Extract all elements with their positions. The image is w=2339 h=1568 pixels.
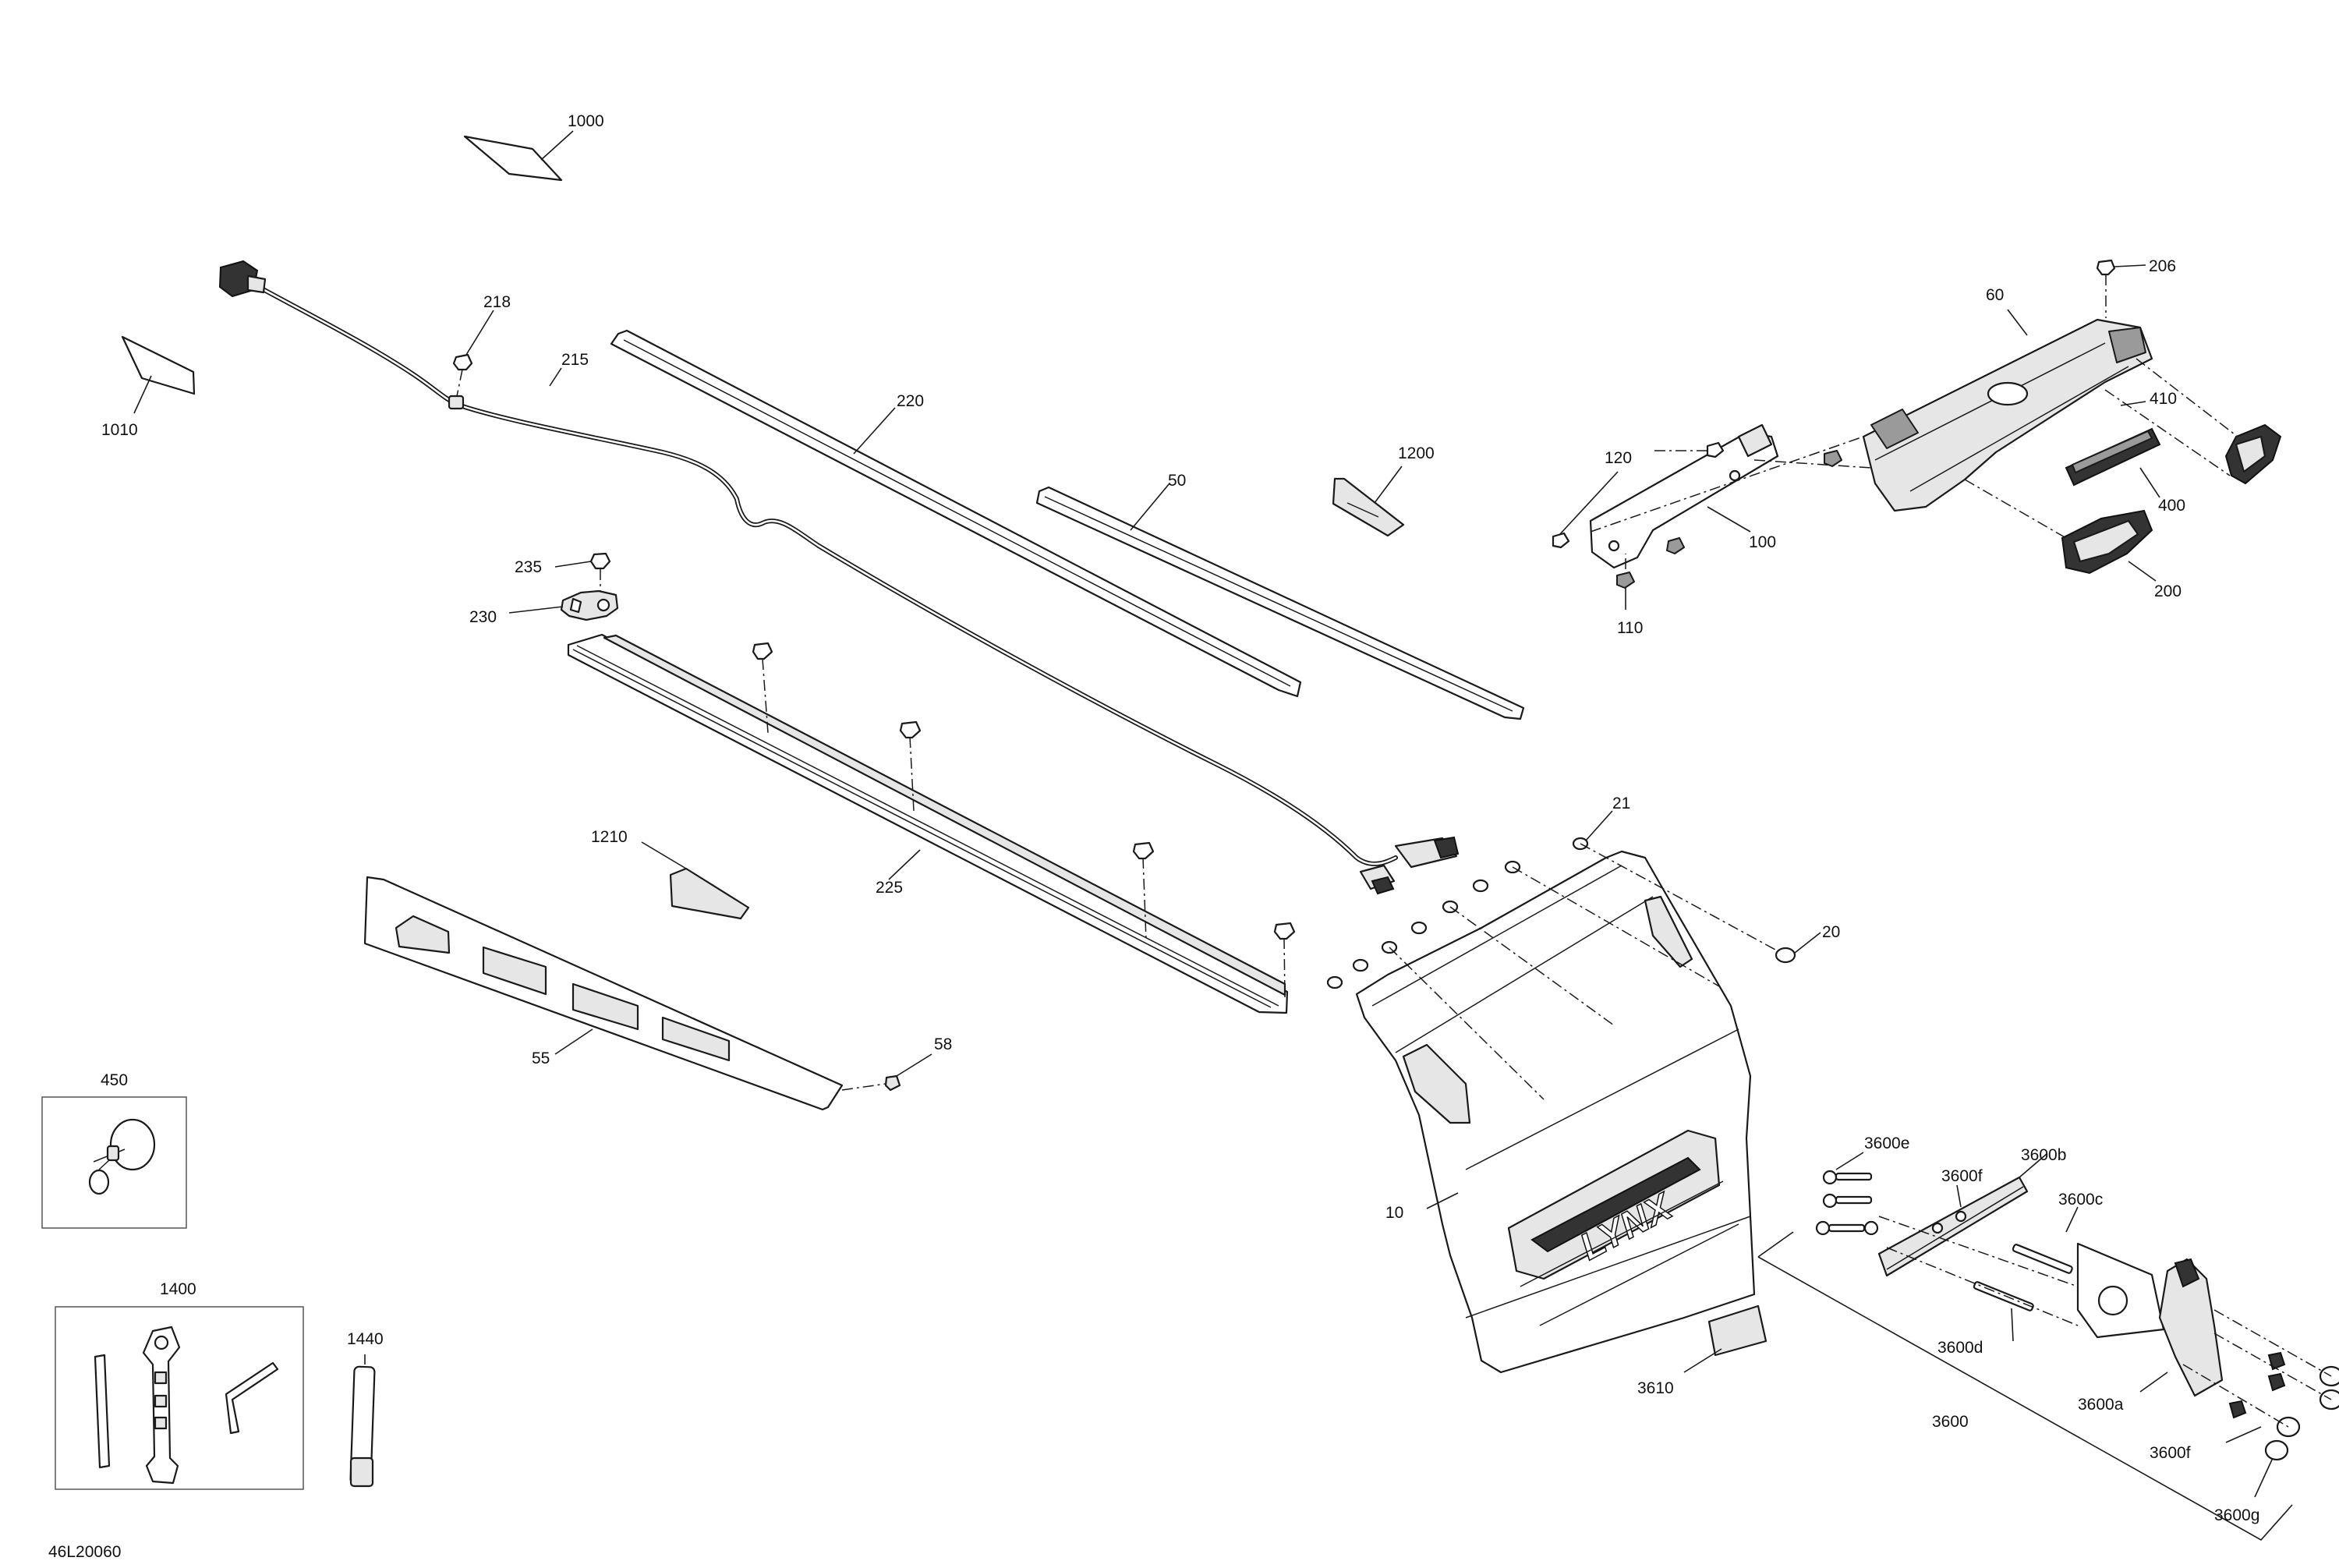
part-206-screw [2096, 259, 2146, 318]
callout-3600c: 3600c [2058, 1191, 2103, 1209]
callout-235: 235 [515, 558, 542, 576]
diagram-reference-code: 46L20060 [48, 1543, 121, 1561]
callout-3600b: 3600b [2021, 1146, 2066, 1164]
callout-50: 50 [1168, 472, 1186, 490]
part-50-rail [1035, 483, 1525, 720]
callout-3600g: 3600g [2214, 1506, 2259, 1524]
part-1000-decal [463, 130, 574, 182]
part-215-wiring-harness [218, 260, 1460, 895]
part-400-reflector [2065, 427, 2161, 498]
part-1010-decal [121, 335, 196, 414]
part-1440-socket [349, 1354, 376, 1488]
callout-200: 200 [2154, 582, 2182, 600]
part-230-bracket [508, 589, 619, 621]
callout-55: 55 [532, 1049, 550, 1067]
part-58-screw [841, 1053, 932, 1092]
part-100-bracket [1589, 423, 1872, 569]
part-10-snow-flap: LYNX [1355, 850, 1756, 1374]
callout-1200: 1200 [1398, 444, 1435, 462]
callout-3600f-top: 3600f [1941, 1167, 1983, 1185]
callout-1440: 1440 [347, 1330, 384, 1348]
callout-20: 20 [1822, 923, 1840, 941]
part-218-clip [452, 310, 494, 397]
callout-3600d: 3600d [1937, 1339, 1983, 1357]
part-410-lamp-right [2104, 358, 2282, 485]
callout-120: 120 [1605, 449, 1632, 467]
callout-1000: 1000 [568, 112, 604, 130]
callout-225: 225 [876, 879, 903, 897]
part-3610-decal [1683, 1304, 1768, 1373]
callout-230: 230 [469, 608, 497, 626]
part-235-screw [554, 552, 611, 594]
part-220-rail [610, 329, 1302, 698]
callout-10: 10 [1385, 1204, 1403, 1222]
callout-215: 215 [561, 351, 589, 369]
part-1400-tool-kit [55, 1306, 304, 1490]
part-21-rivets [1326, 810, 1786, 1100]
callout-450: 450 [101, 1071, 128, 1089]
callout-1210: 1210 [591, 828, 628, 846]
part-225-bracket [567, 633, 1289, 1014]
callout-3600: 3600 [1932, 1413, 1969, 1431]
callout-3600e: 3600e [1864, 1134, 1909, 1152]
callout-400: 400 [2158, 497, 2185, 515]
part-450-mirror-kit [41, 1096, 187, 1229]
part-1200-decal [1332, 465, 1405, 537]
part-200-lamp-left [1964, 479, 2157, 582]
callout-206: 206 [2149, 257, 2176, 275]
part-225-screws [752, 642, 1296, 940]
callout-1400: 1400 [160, 1280, 196, 1298]
part-3600-hitch-assembly [1757, 1152, 2339, 1541]
part-1210-decal [641, 841, 750, 920]
callout-3600f-bottom: 3600f [2150, 1444, 2191, 1462]
callout-100: 100 [1749, 533, 1776, 551]
callout-3600a: 3600a [2078, 1396, 2124, 1414]
callout-410: 410 [2150, 390, 2177, 408]
part-60-tail-light-housing [1862, 309, 2153, 512]
callout-60: 60 [1986, 286, 2004, 304]
part-20-washer [1775, 932, 1821, 964]
callout-218: 218 [483, 293, 511, 311]
part-110-nut [1616, 554, 1635, 610]
callout-3610: 3610 [1637, 1379, 1674, 1397]
callout-1010: 1010 [101, 421, 138, 439]
callout-58: 58 [934, 1035, 952, 1053]
callout-220: 220 [897, 392, 924, 410]
callout-110: 110 [1617, 619, 1643, 637]
part-55-side-panel [363, 876, 844, 1111]
part-120-nuts [1552, 441, 1842, 554]
callout-21: 21 [1612, 795, 1630, 812]
